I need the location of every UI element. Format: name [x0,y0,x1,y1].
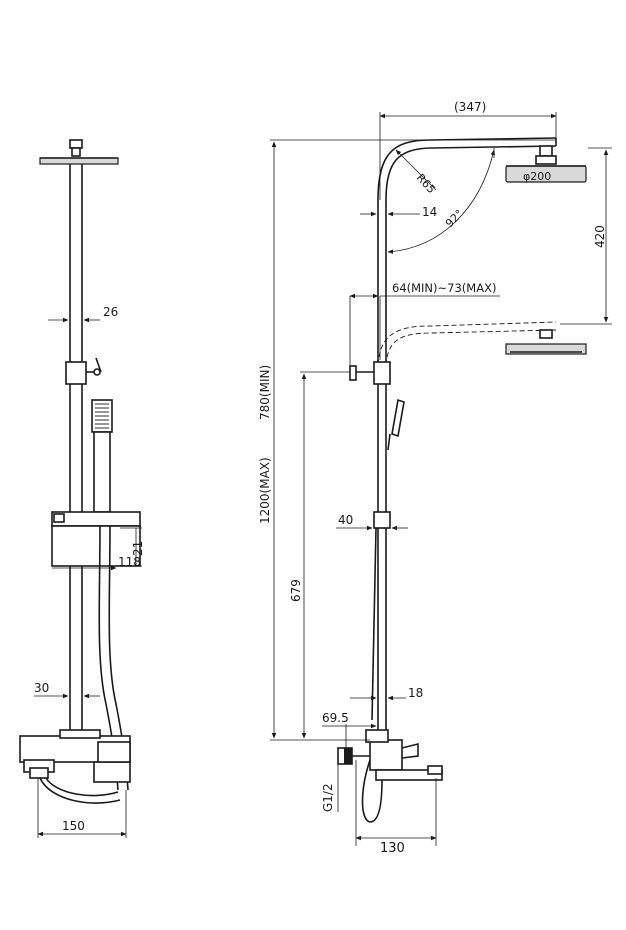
front-dim-pipe-label: 26 [103,305,118,319]
side-dim-bend-radius: R65 [395,149,438,196]
side-dim-angle-label: 92° [443,207,466,230]
hand-shower-handle [93,431,111,513]
side-dim-angle: 92° [387,148,496,254]
side-dim-pipe-lower: 18 [350,686,423,701]
side-dim-arm-length-label: (347) [454,100,486,114]
side-dim-height-adjust: 420 [560,147,612,325]
slider-cup [51,525,141,567]
front-dim-base-width-label: 150 [62,819,85,833]
mixer-spout [93,761,131,783]
side-diverter [373,361,391,385]
side-mixer-body [369,739,403,771]
slider-holder [51,511,141,527]
overhead-head-connector [539,145,553,157]
front-view: 26 21 118 30 150 [19,139,145,838]
side-mixer-spout [375,769,443,781]
overhead-shower-head-lower [505,343,587,355]
side-hand-shower [391,398,405,438]
overhead-arm-lower-position [377,321,557,366]
side-dim-height-adjust-label: 420 [593,225,607,248]
side-dim-spout-width-label: 130 [380,841,405,856]
side-dim-bend-radius-label: R65 [414,171,438,196]
head-connector-lower [71,147,81,157]
side-dim-inlet-offset: 69.5 [322,711,377,748]
side-dim-slider: 40 [336,513,408,531]
side-dim-arm-length: (347) [379,100,557,200]
side-dim-height-min-label: 780(MIN) [258,365,272,420]
front-dim-slider-width-label: 118 [118,555,141,569]
front-dim-pipe: 26 [48,305,118,323]
side-slider [373,511,391,529]
side-dim-diverter-offset-label: 64(MIN)~73(MAX) [392,281,496,295]
side-dim-slider-label: 40 [338,513,353,527]
front-dim-slider-height-label: 21 [131,541,145,556]
side-dim-pipe: 14 [360,205,437,219]
side-dim-diverter-offset: 64(MIN)~73(MAX) [349,281,500,366]
head-connector [69,139,83,149]
side-dim-pipe-label: 14 [422,205,437,219]
front-dim-slider-height: 21 [120,527,145,567]
side-dim-head-dia-label: φ200 [523,170,551,183]
side-dim-total-height: 780(MIN) 1200(MAX) [258,139,556,741]
side-dim-diverter-height-label: 679 [289,579,303,602]
front-dim-slider-width: 118 [52,555,141,571]
side-dim-height-max-label: 1200(MAX) [258,457,272,524]
side-dim-thread-label: G1/2 [321,783,335,812]
front-dim-base-width: 150 [37,778,127,838]
side-dim-thread: G1/2 [321,752,339,812]
side-dim-spout-width: 130 [355,760,437,856]
front-dim-pipe-offset-label: 30 [34,681,49,695]
side-mixer-lever [401,742,419,759]
side-dim-diverter-height: 679 [289,371,350,739]
side-view: φ200 (347) [258,100,612,856]
side-dim-inlet-offset-label: 69.5 [322,711,349,725]
side-diverter-knob [349,365,357,381]
diverter-body [65,361,87,385]
hand-shower-pattern [95,403,109,429]
side-dim-pipe-lower-label: 18 [408,686,423,700]
front-dim-pipe-offset: 30 [34,681,100,699]
overhead-shower-plate [39,157,119,165]
